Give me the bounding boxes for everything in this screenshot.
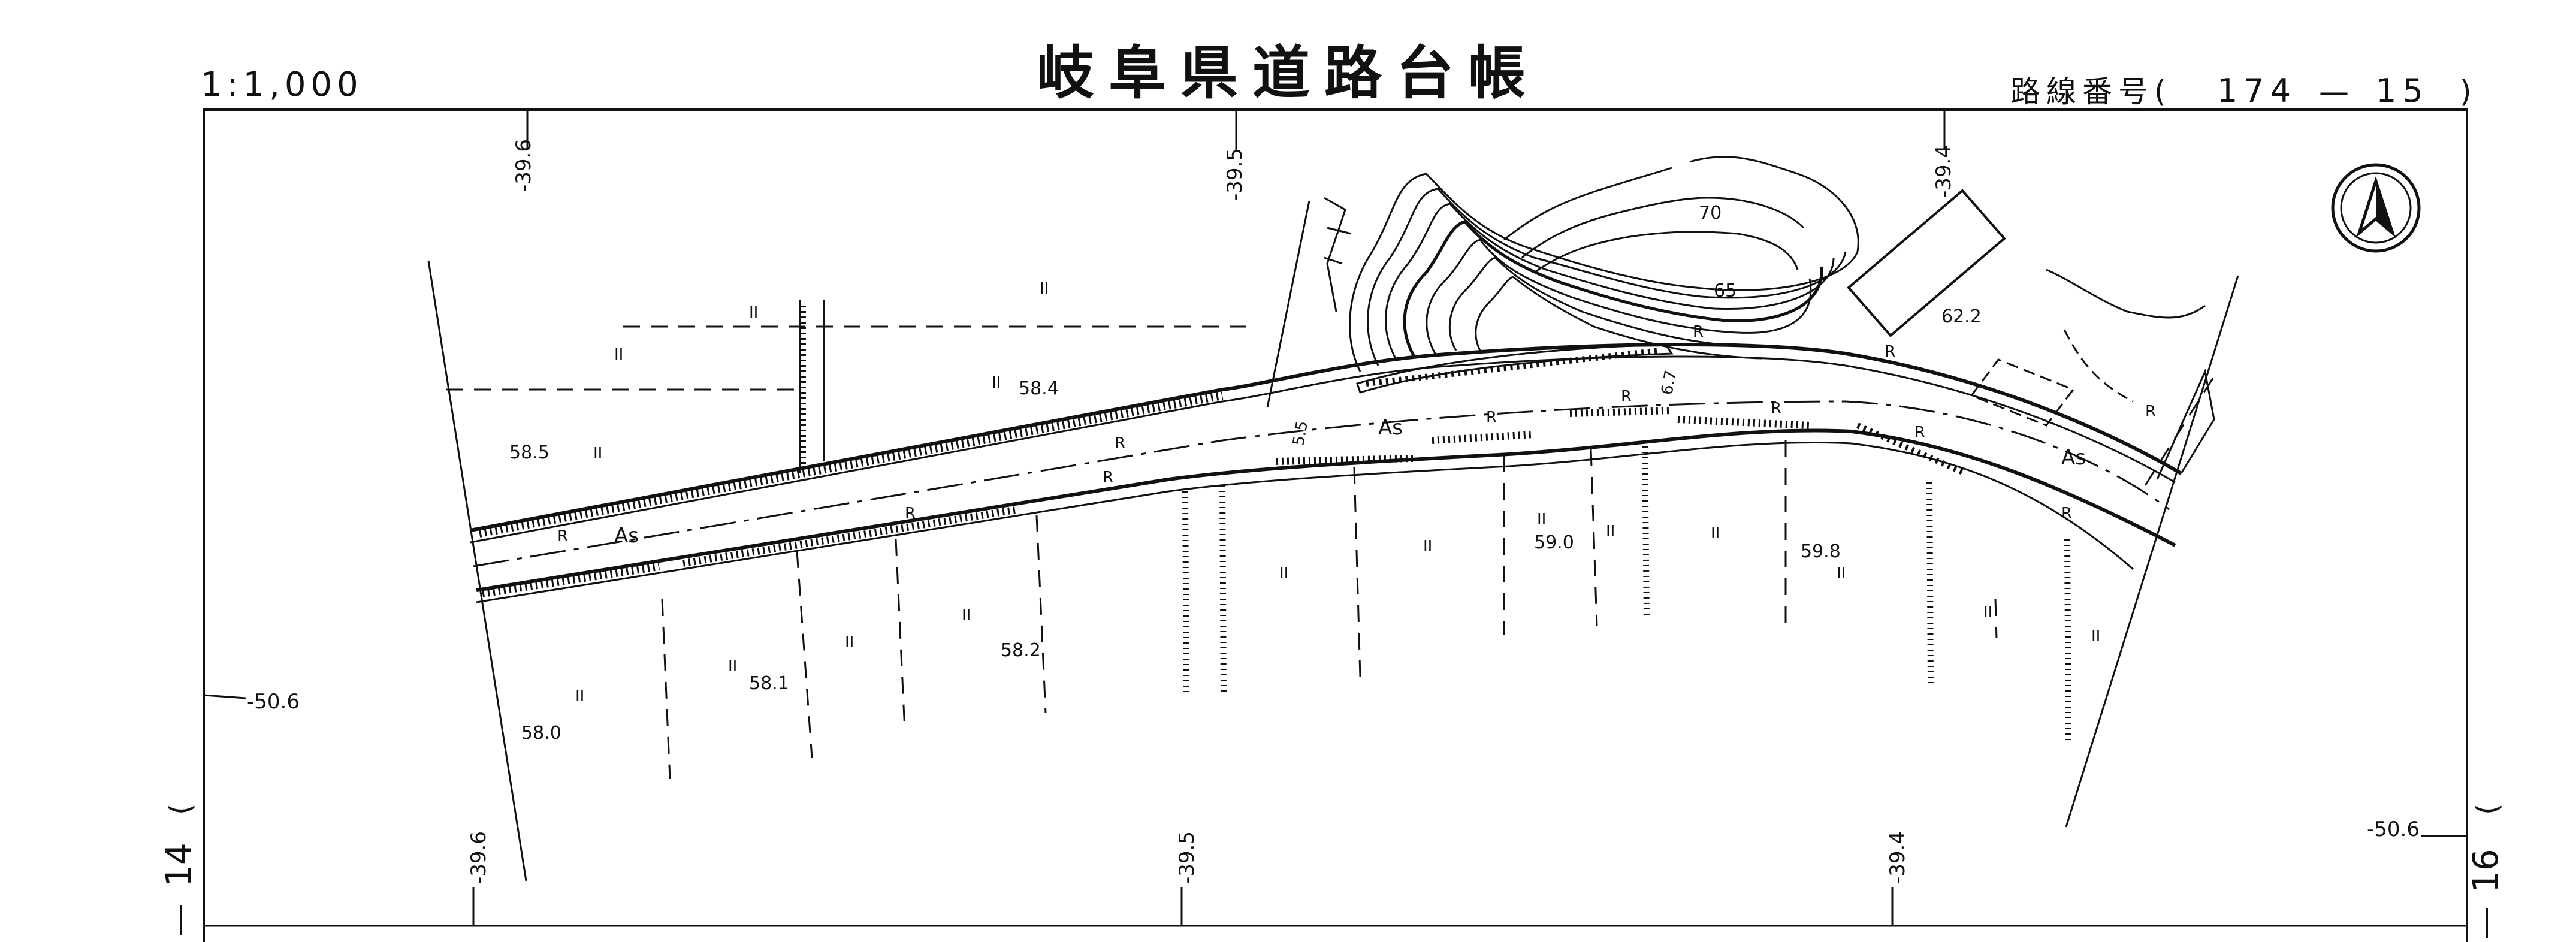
retaining-label-12: R (2061, 505, 2072, 523)
field-symbol: II (728, 657, 737, 675)
elevation-4: 58.1 (749, 673, 789, 694)
north-arrow-icon (2331, 163, 2421, 253)
grid-label-bottom-3: -39.4 (1886, 831, 1910, 884)
building (1847, 189, 2075, 427)
parcel-lines (446, 325, 2218, 780)
elevation-3: 58.0 (521, 723, 561, 744)
retaining-label-9: R (1771, 400, 1781, 418)
roadside-ditches (478, 391, 1810, 597)
adjacent-right-open: ( (2470, 803, 2505, 815)
elevation-6: 59.0 (1534, 532, 1574, 553)
grid-ticks (203, 110, 2467, 926)
retaining-label-2: R (1115, 434, 1125, 452)
fence-lines (1182, 446, 2071, 744)
retaining-label-1: R (557, 527, 568, 545)
grid-label-left: -50.6 (247, 690, 300, 714)
sheet-title: 岐阜県道路台帳 (1037, 40, 1540, 107)
grid-label-right: -50.6 (2367, 817, 2420, 841)
field-symbols: II II II II II II II II II II II II II I… (575, 280, 2100, 705)
field-symbol: II (749, 304, 758, 322)
field-symbol: II (1983, 603, 1992, 621)
retaining-label-6: R (1621, 388, 1632, 406)
field-symbol: II (1537, 511, 1546, 529)
route-number: 路線番号( 174 — 15 ) (2010, 72, 2472, 110)
retaining-label-10: R (1914, 424, 1925, 442)
road-surface-label-1: As (614, 524, 639, 548)
hill-edge (1324, 197, 1352, 312)
retaining-label-11: R (2145, 403, 2156, 421)
road-labels: As As As R R R R R R R R R R R R 5.5 6.7 (557, 323, 2156, 548)
field-symbol: II (1279, 564, 1288, 582)
elevation-8: 62.2 (1941, 306, 1982, 327)
grid-label-top-1: -39.6 (512, 139, 536, 192)
field-symbol: II (1423, 538, 1432, 555)
field-symbol: II (962, 606, 971, 624)
field-symbol: II (992, 374, 1001, 392)
field-symbol: II (593, 445, 602, 463)
retaining-label-4: R (1103, 469, 1113, 487)
adjacent-right-number: 16 (2465, 849, 2506, 893)
field-symbol: II (575, 687, 584, 705)
elevation-5: 58.2 (1001, 640, 1041, 661)
field-symbol: II (1837, 564, 1846, 582)
elevation-1: 58.5 (509, 442, 549, 463)
route-section-number: 15 (2376, 72, 2429, 110)
hatched-slope (1356, 343, 1967, 476)
grid-label-top-3: -39.4 (1932, 145, 1956, 198)
retaining-label-8: R (1885, 343, 1895, 361)
field-symbol: II (1606, 523, 1615, 541)
adjacent-sheet-right: ( 16 (2465, 803, 2506, 938)
elevation-2: 58.4 (1019, 378, 1059, 399)
width-label-2: 6.7 (1658, 369, 1680, 396)
retaining-label-7: R (1693, 323, 1704, 341)
field-symbol: II (2091, 627, 2100, 645)
retaining-label-3: R (905, 505, 916, 523)
adjacent-left-number: 14 (158, 843, 199, 887)
grid-label-top-2: -39.5 (1223, 148, 1247, 201)
width-label-1: 5.5 (1289, 419, 1312, 447)
elevation-7: 59.8 (1801, 541, 1841, 562)
retaining-label-5: R (1486, 409, 1497, 427)
grid-label-bottom-2: -39.5 (1175, 831, 1199, 884)
route-dash: — (2319, 74, 2349, 109)
field-symbol: II (614, 346, 623, 364)
contour-label-70: 70 (1699, 203, 1722, 224)
map-frame (203, 108, 2468, 942)
contour-lines (1349, 156, 1859, 372)
road-edges (470, 343, 2182, 603)
road-surface-label-2: As (1378, 416, 1403, 440)
field-symbol: II (1040, 280, 1049, 298)
section-boundaries (427, 200, 2239, 881)
adjacent-left-open: ( (163, 803, 198, 815)
scale-label: 1:1,000 (201, 65, 363, 104)
road-surface-label-3: As (2061, 446, 2086, 470)
route-close-paren: ) (2460, 74, 2472, 109)
route-label: 路線番号( (2010, 74, 2172, 109)
adjacent-sheet-left: ( 14 (158, 803, 199, 935)
route-main-number: 174 (2217, 72, 2297, 110)
contour-label-65: 65 (1714, 280, 1737, 301)
field-symbol: II (1711, 524, 1720, 542)
grid-label-bottom-1: -39.6 (467, 831, 491, 884)
ne-embankment (2046, 268, 2215, 480)
field-symbol: II (845, 633, 854, 651)
